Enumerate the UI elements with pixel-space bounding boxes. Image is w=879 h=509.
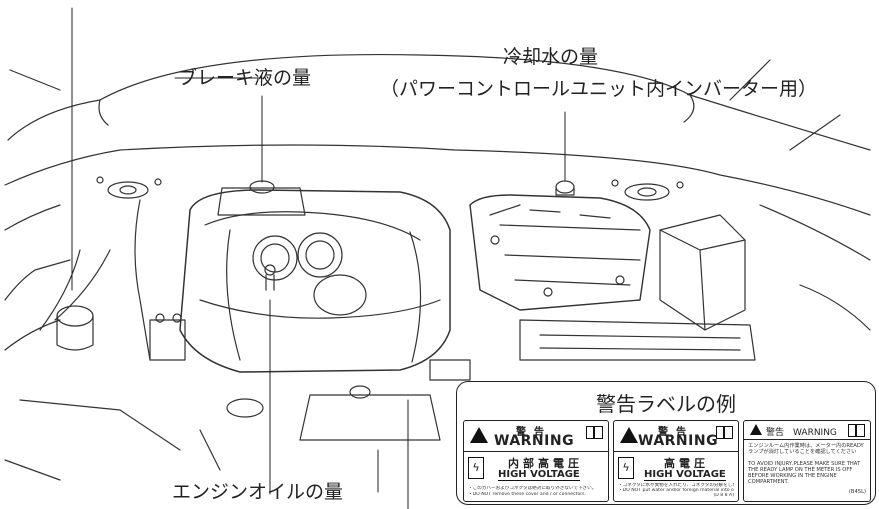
warning-label-internal-high-voltage: 警告 WARNING ϟ 内部高電圧 HIGH VOLTAGE ・このカバーおよ… — [463, 420, 609, 502]
manual-book-icon — [716, 426, 733, 439]
lightning-bolt-icon: ϟ — [468, 457, 484, 479]
inset-title: 警告ラベルの例 — [596, 392, 736, 416]
lightning-bolt-icon: ϟ — [618, 457, 634, 479]
label-jp-text: 高電圧 — [664, 457, 709, 470]
warning-triangle-icon — [750, 424, 762, 435]
label-en-text: TO AVOID INJURY,PLEASE MAKE SURE THAT TH… — [748, 461, 861, 485]
label-jp-note: ・コネクタに水や異物を入れたり、コネクタの分解をしないで下さい。 — [618, 483, 734, 488]
warning-label-high-voltage: 警告 WARNING ϟ 高電圧 HIGH VOLTAGE ・コネクタに水や異物… — [613, 420, 739, 502]
label-header: 警告 WARNING — [614, 421, 738, 452]
manual-book-icon — [848, 424, 865, 437]
coolant-label: 冷却水の量 — [503, 46, 599, 68]
label-jp-text: エンジンルーム内作業時は、メーター内のREADYランプが消灯していることを確認し… — [748, 443, 864, 455]
label-header: 警告 WARNING — [744, 421, 870, 440]
label-high-voltage: HIGH VOLTAGE — [498, 469, 580, 481]
label-warning-text: WARNING — [494, 433, 575, 449]
warning-label-ready-lamp: 警告 WARNING エンジンルーム内作業時は、メーター内のREADYランプが消… — [743, 420, 871, 502]
brake-fluid-label: ブレーキ液の量 — [178, 67, 312, 89]
label-kanji-warning: 警告 — [516, 427, 552, 438]
label-header: 警告 WARNING — [464, 421, 608, 452]
label-jp-note: ・このカバーおよびコネクタは絶対に取り外さないで下さい。 — [468, 486, 597, 491]
label-code: (D 8 8 A) — [713, 493, 735, 498]
manual-book-icon — [586, 426, 603, 439]
coolant-label-subtext: （パワーコントロールユニット内インバーター用） — [380, 78, 818, 100]
label-kanji-warning: 警告 — [658, 427, 694, 438]
warning-triangle-icon — [620, 427, 638, 443]
label-code: (B45L) — [848, 489, 866, 495]
label-high-voltage: HIGH VOLTAGE — [644, 469, 726, 481]
label-warning-text: 警告 WARNING — [766, 428, 837, 438]
label-jp-text: 内部高電圧 — [508, 457, 583, 470]
warning-label-inset: 警告ラベルの例 警告 WARNING ϟ 内部高電圧 HIGH VOLTAGE … — [456, 381, 876, 505]
engine-oil-label: エンジンオイルの量 — [172, 481, 344, 503]
label-warning-text: WARNING — [638, 433, 719, 449]
label-en-note: ・DO NOT remove these cover and / or conn… — [468, 492, 587, 497]
warning-triangle-icon — [470, 427, 488, 443]
label-en-note: ・DO NOT put water and/or foreign materia… — [618, 488, 734, 493]
